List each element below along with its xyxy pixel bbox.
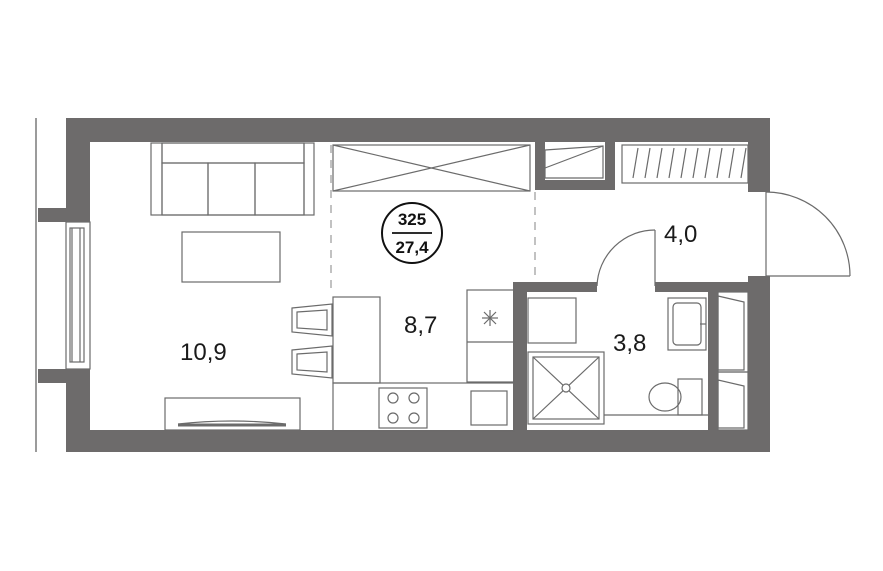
coat-rack xyxy=(621,144,749,184)
entrance-door xyxy=(765,191,851,277)
window xyxy=(65,221,91,370)
shower xyxy=(527,351,605,425)
washing-machine xyxy=(527,297,577,344)
apartment-number: 325 xyxy=(398,210,426,229)
cooktop-icon xyxy=(378,387,428,429)
walls xyxy=(38,118,770,452)
storage-cabinet xyxy=(544,145,604,179)
room-area-kitchen: 8,7 xyxy=(404,312,437,339)
bathroom-door xyxy=(596,229,656,287)
apartment-badge: 325 27,4 xyxy=(381,202,443,264)
sofa xyxy=(150,142,315,216)
room-area-hall: 4,0 xyxy=(664,221,697,248)
kitchen-counter xyxy=(332,289,515,432)
coffee-table xyxy=(181,231,281,283)
fridge-icon xyxy=(482,310,498,326)
bar-stools xyxy=(291,303,333,379)
tv-stand xyxy=(164,397,301,431)
room-area-bathroom: 3,8 xyxy=(613,330,646,357)
apartment-total-area: 27,4 xyxy=(395,238,429,257)
toilet-icon xyxy=(648,378,703,416)
kitchen-island xyxy=(332,296,381,384)
room-area-living: 10,9 xyxy=(180,339,227,366)
sink-icon xyxy=(667,297,707,351)
utility-shaft xyxy=(717,291,749,431)
wardrobe xyxy=(332,144,531,192)
dishwasher xyxy=(470,390,508,426)
